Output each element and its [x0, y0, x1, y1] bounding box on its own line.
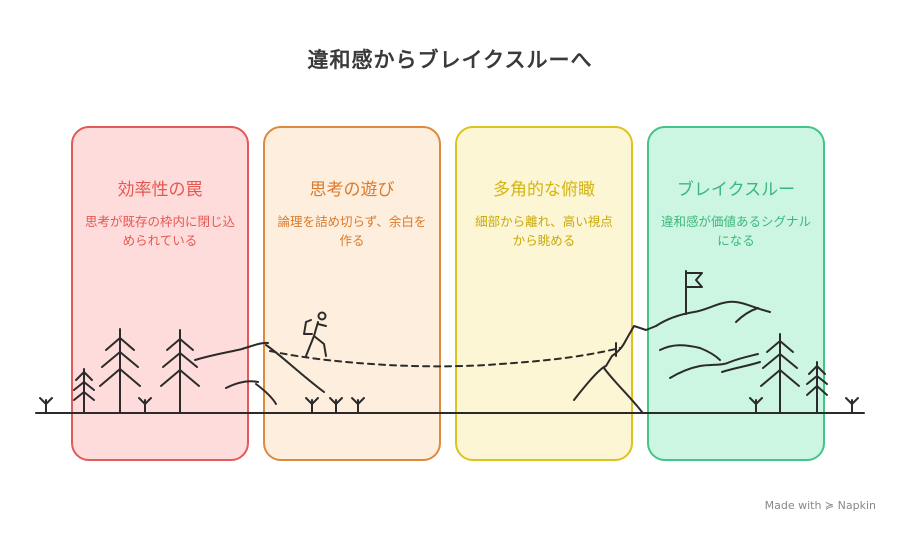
grass-icon: [351, 397, 365, 413]
stage-description: 思考が既存の枠内に閉じ込められている: [85, 214, 236, 248]
stage-card-bird-view: 多角的な俯瞰 細部から離れ、高い視点から眺める: [455, 126, 633, 461]
napkin-watermark: Made with ≽ Napkin: [764, 499, 876, 512]
stage-title: ブレイクスルー: [676, 180, 796, 200]
hiker-icon: [303, 311, 327, 357]
mountain-outline: [669, 353, 759, 379]
pine-tree-icon: [73, 368, 95, 413]
stage-title: 多角的な俯瞰: [493, 180, 595, 200]
stage-card-breakthrough: ブレイクスルー 違和感が価値あるシグナルになる: [647, 126, 825, 461]
page-title: 違和感からブレイクスルーへ: [307, 48, 593, 72]
mountain-outline: [573, 325, 657, 401]
stage-card-efficiency-trap: 効率性の罠 思考が既存の枠内に閉じ込められている: [71, 126, 249, 461]
stage-description: 細部から離れ、高い視点から眺める: [475, 214, 613, 248]
stage-description: 論理を詰め切らず、余白を作る: [277, 214, 427, 248]
grass-icon: [845, 397, 859, 413]
grass-icon: [305, 397, 319, 413]
mountain-outline: [655, 300, 771, 327]
stage-card-play-of-thought: 思考の遊び 論理を詰め切らず、余白を作る: [263, 126, 441, 461]
pine-tree-icon: [806, 361, 828, 413]
dashed-trail: [269, 347, 621, 368]
grass-icon: [749, 397, 763, 413]
pine-tree-icon: [760, 333, 800, 413]
hill-outline: [265, 344, 325, 393]
grass-icon: [39, 397, 53, 413]
stage-title: 思考の遊び: [309, 180, 395, 200]
hill-outline: [255, 383, 277, 405]
mountain-outline: [735, 307, 759, 323]
mountain-outline: [659, 344, 721, 361]
pine-tree-icon: [99, 328, 141, 413]
stage-description: 違和感が価値あるシグナルになる: [661, 214, 812, 248]
mountain-outline: [721, 361, 761, 373]
grass-icon: [138, 397, 152, 413]
stage-title: 効率性の罠: [117, 180, 203, 200]
hill-outline: [225, 380, 259, 389]
mountain-outline: [603, 367, 643, 413]
flag-icon: [685, 270, 703, 315]
grass-icon: [329, 397, 343, 413]
pine-tree-icon: [160, 329, 200, 413]
hill-outline: [194, 341, 269, 361]
